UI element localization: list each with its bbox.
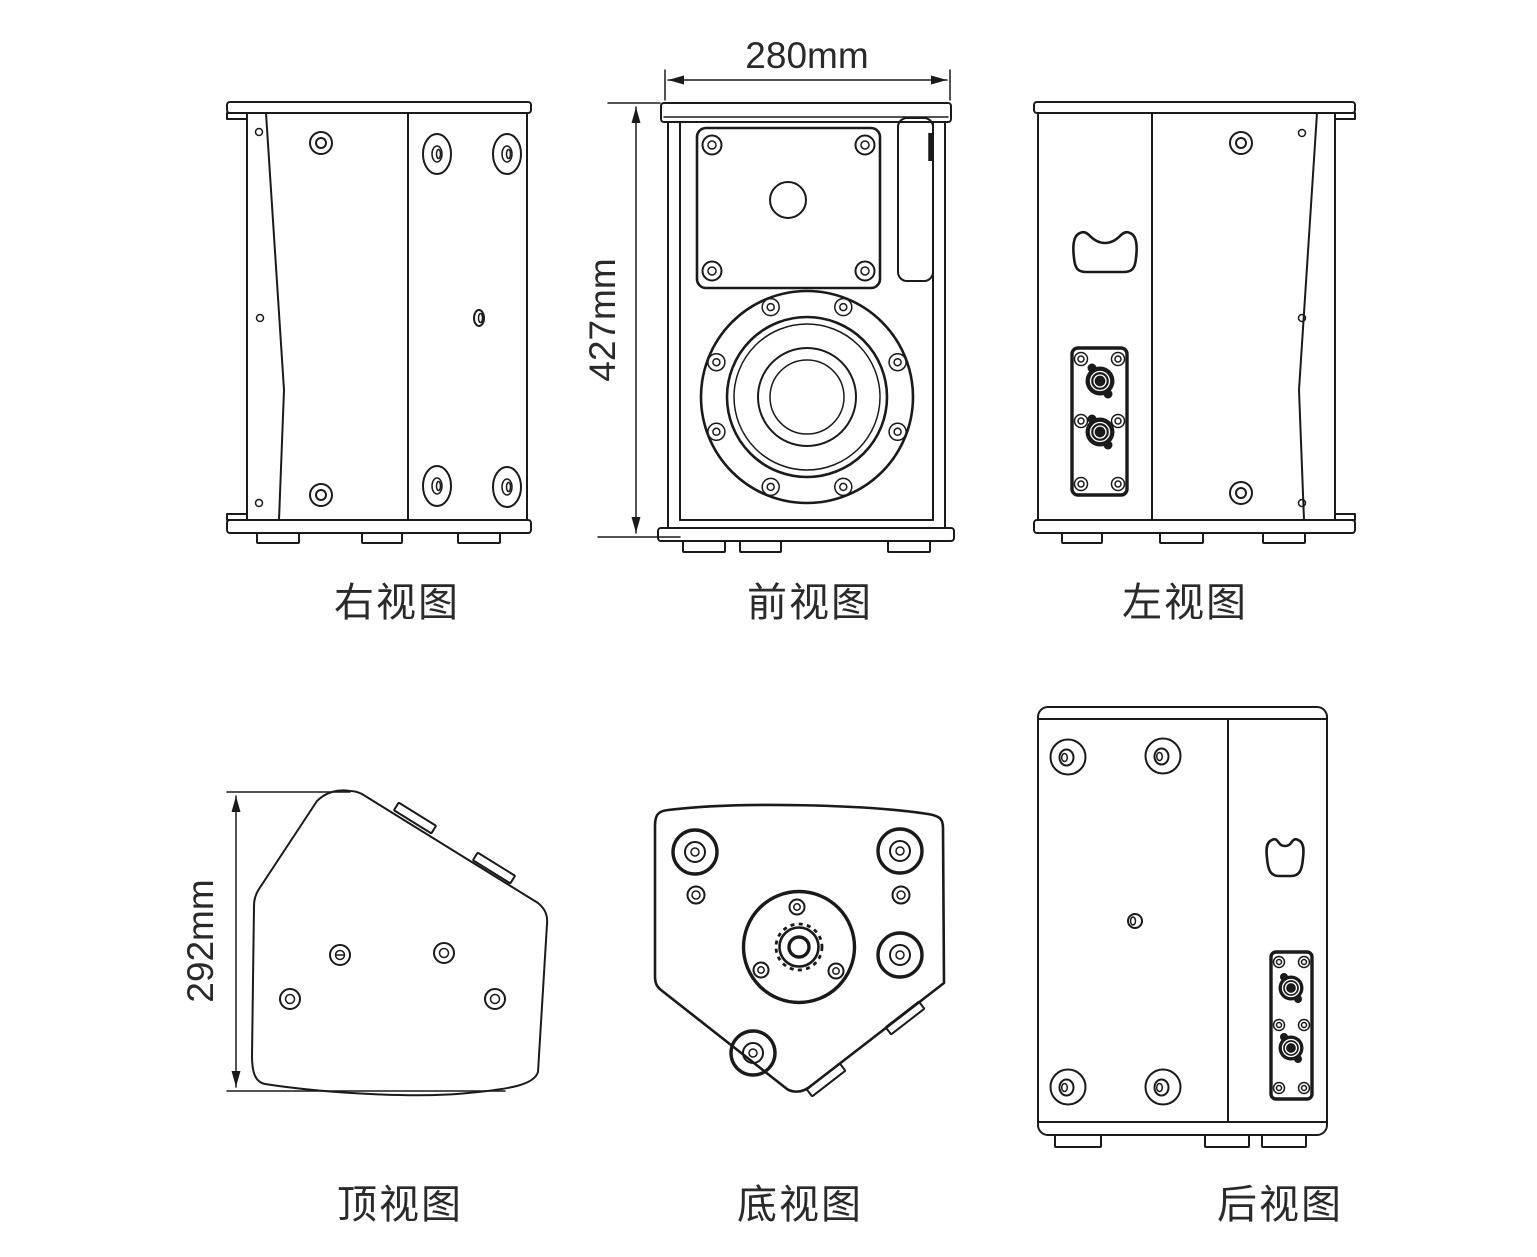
foot: [1054, 1134, 1102, 1148]
clip-tab: [885, 1001, 925, 1035]
speakon-connector: [1085, 363, 1115, 399]
clip-tab: [393, 801, 437, 835]
pilot-hole: [254, 127, 265, 508]
top-cap-lip: [1334, 112, 1356, 120]
arrowhead: [631, 107, 641, 123]
speakon-connector: [1278, 973, 1304, 1003]
woofer-screws: [707, 297, 907, 497]
top-view: 292mm: [180, 789, 549, 1097]
top-cap: [660, 102, 952, 123]
cabinet-body: [667, 121, 946, 529]
top-view-label: 顶视图: [337, 1183, 463, 1227]
pole-mount: [741, 889, 857, 1005]
cabinet-body: [1037, 706, 1328, 1136]
front-view-label: 前视图: [747, 581, 873, 625]
arrowhead: [668, 75, 684, 85]
screw: [309, 131, 333, 507]
top-cap: [226, 101, 532, 114]
speakon-connector: [1278, 1033, 1304, 1063]
tweeter-plate: [695, 126, 882, 290]
arrowhead: [631, 517, 641, 533]
rear-view: [1037, 706, 1328, 1148]
speakon-connector: [1085, 414, 1115, 450]
foot: [1262, 532, 1306, 544]
top-cap-lip: [226, 112, 248, 120]
foot: [739, 540, 782, 553]
width-dimension: 280mm: [664, 35, 951, 101]
foot: [887, 540, 931, 553]
bottom-cap: [226, 519, 532, 534]
right-view-label: 右视图: [334, 581, 460, 625]
screw: [1229, 131, 1253, 505]
foot: [1261, 1134, 1307, 1148]
bottom-outline: [653, 803, 946, 1093]
connector-plate: [1269, 950, 1314, 1101]
pole-socket: [787, 935, 811, 959]
foot: [1204, 1134, 1250, 1148]
arrowhead: [931, 75, 947, 85]
depth-dimension-text: 292mm: [180, 879, 221, 1002]
cabinet-body: [1037, 112, 1336, 521]
screw: [686, 885, 911, 905]
rubber-foot: [671, 827, 924, 1077]
pilot-hole: [1297, 128, 1307, 508]
depth-dimension: 292mm: [180, 791, 506, 1092]
connector-plate: [1070, 346, 1129, 497]
arrowhead: [231, 796, 241, 812]
port-slot: [897, 117, 934, 282]
rear-foot: [1049, 737, 1182, 1106]
baffle-slant-edge: [265, 112, 285, 521]
woofer: [699, 289, 915, 505]
left-view-label: 左视图: [1122, 581, 1248, 625]
foot: [1061, 532, 1103, 544]
width-dimension-text: 280mm: [745, 35, 868, 76]
bottom-cap: [1033, 519, 1356, 534]
handle-cutout: [1072, 230, 1138, 274]
foot: [1159, 532, 1204, 544]
left-view: [1033, 101, 1356, 544]
handle-cutout: [1265, 837, 1305, 878]
height-dimension-text: 427mm: [582, 258, 623, 381]
center-hole: [1127, 913, 1143, 929]
cabinet-body: [246, 112, 528, 521]
foot: [457, 532, 501, 544]
height-dimension: 427mm: [582, 102, 681, 538]
bottom-view: [653, 803, 946, 1097]
bottom-view-label: 底视图: [737, 1183, 863, 1227]
arrowhead: [231, 1071, 241, 1087]
knurled-ring: [774, 922, 824, 972]
top-cap: [1033, 101, 1356, 114]
clip-tab: [806, 1063, 846, 1097]
front-view: 280mm 427mm: [582, 35, 955, 553]
rigging-point: [422, 133, 522, 508]
foot: [256, 532, 300, 544]
foot: [682, 540, 726, 553]
screw: [279, 942, 506, 1010]
top-outline: [251, 789, 549, 1097]
tweeter-horn: [769, 181, 807, 219]
rear-view-label: 后视图: [1217, 1183, 1343, 1227]
right-view: [226, 101, 532, 544]
side-hole: [473, 309, 485, 327]
clip-tab: [472, 851, 516, 885]
foot: [361, 532, 403, 544]
plinth: [657, 527, 955, 542]
baffle-slant-edge: [1298, 112, 1318, 521]
